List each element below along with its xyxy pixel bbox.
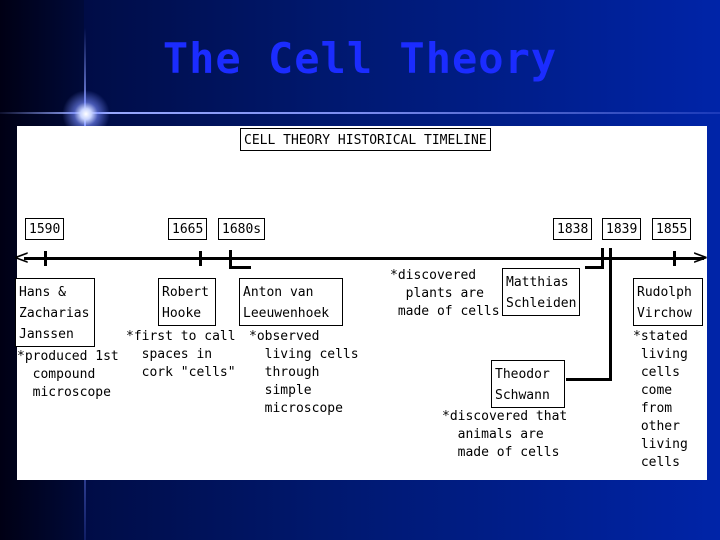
- year-box-1665: 1665: [168, 218, 208, 240]
- person-name: Hans & Zacharias Janssen: [19, 285, 90, 342]
- year-box-1680s: 1680s: [218, 218, 266, 240]
- year-label: 1590: [29, 222, 61, 237]
- timeline-header: CELL THEORY HISTORICAL TIMELINE: [240, 128, 491, 151]
- connector-1839: [609, 248, 612, 380]
- year-label: 1855: [656, 222, 688, 237]
- person-box-virchow: Rudolph Virchow: [633, 278, 703, 326]
- note-virchow: *stated living cells come from other liv…: [633, 329, 688, 470]
- year-box-1839: 1839: [602, 218, 642, 240]
- year-label: 1839: [606, 222, 638, 237]
- connector-1838-foot: [585, 266, 604, 269]
- note-hooke: *first to call spaces in cork "cells": [126, 329, 236, 380]
- year-label: 1665: [172, 222, 204, 237]
- timeline-axis: [24, 257, 704, 260]
- year-box-1590: 1590: [25, 218, 65, 240]
- person-name: Anton van Leeuwenhoek: [243, 285, 330, 321]
- tick-1590: [44, 251, 47, 266]
- year-label: 1680s: [222, 222, 262, 237]
- tick-1665: [199, 251, 202, 266]
- tick-1855: [673, 251, 676, 266]
- year-label: 1838: [557, 222, 589, 237]
- year-box-1838: 1838: [553, 218, 593, 240]
- note-schleiden: *discovered plants are made of cells: [390, 268, 500, 319]
- year-box-1855: 1855: [652, 218, 692, 240]
- person-name: Matthias Schleiden: [506, 275, 577, 311]
- note-schwann: *discovered that animals are made of cel…: [442, 409, 568, 460]
- note-leeuwenhoek: *observed living cells through simple mi…: [249, 329, 359, 416]
- person-box-janssen: Hans & Zacharias Janssen: [15, 278, 95, 347]
- connector-1838: [601, 248, 604, 268]
- timeline-panel: [17, 126, 707, 480]
- connector-1680s-foot: [229, 266, 251, 269]
- person-box-schleiden: Matthias Schleiden: [502, 268, 580, 316]
- person-box-leeuwenhoek: Anton van Leeuwenhoek: [239, 278, 343, 326]
- connector-1839-foot: [566, 378, 612, 381]
- person-name: Robert Hooke: [162, 285, 209, 321]
- note-janssen: *produced 1st compound microscope: [17, 349, 119, 400]
- person-name: Theodor Schwann: [495, 367, 550, 403]
- slide-title: The Cell Theory: [162, 34, 558, 83]
- person-name: Rudolph Virchow: [637, 285, 692, 321]
- connector-1680s: [229, 250, 232, 268]
- axis-right-arrow-icon: >: [692, 245, 709, 269]
- timeline-header-text: CELL THEORY HISTORICAL TIMELINE: [244, 133, 487, 148]
- person-box-hooke: Robert Hooke: [158, 278, 216, 326]
- axis-left-arrow-icon: <: [13, 245, 30, 269]
- person-box-schwann: Theodor Schwann: [491, 360, 565, 408]
- horizontal-decor-line: [0, 112, 720, 114]
